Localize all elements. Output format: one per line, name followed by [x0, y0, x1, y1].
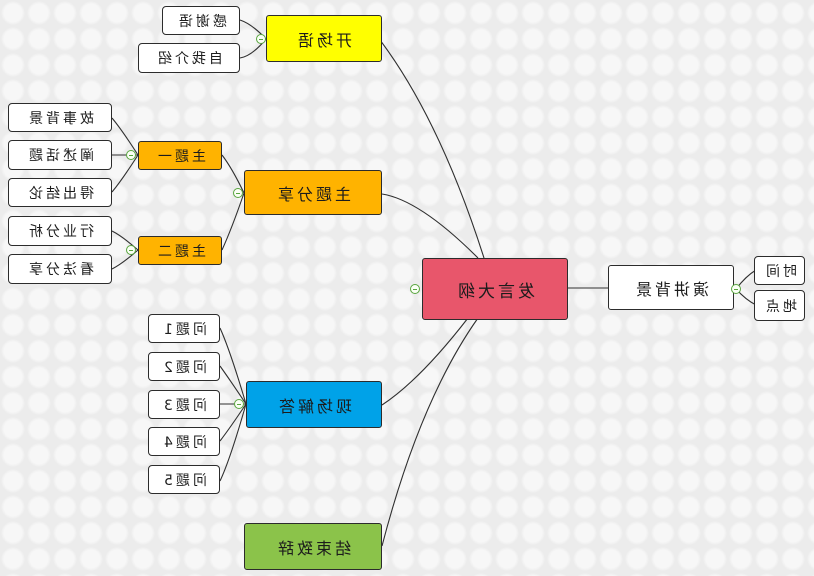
leaf-share-views[interactable]: 看法分享	[8, 254, 112, 284]
leaf-label: 故事背景	[26, 110, 94, 127]
branch-closing-label: 结束致辞	[274, 538, 351, 558]
leaf-label: 自我介绍	[155, 51, 223, 67]
central-topic-label: 发言大纲	[455, 281, 535, 302]
leaf-time[interactable]: 时间	[754, 256, 805, 285]
leaf-label: 阐述话题	[26, 148, 94, 164]
leaf-conclusion[interactable]: 得出结论	[8, 178, 112, 207]
leaf-location[interactable]: 地点	[754, 290, 805, 321]
leaf-question-4[interactable]: 问题4	[148, 427, 220, 456]
leaf-label: 问题2	[161, 359, 207, 376]
leaf-discuss-topic[interactable]: 阐述话题	[8, 140, 112, 170]
connector-line	[219, 327, 247, 405]
collapse-toggle-topics[interactable]	[233, 188, 243, 198]
connector-line	[219, 365, 247, 405]
leaf-question-1[interactable]: 问题1	[148, 314, 220, 343]
connector-line	[221, 192, 245, 251]
connector-line	[381, 317, 469, 406]
connector-line	[219, 403, 247, 442]
leaf-label: 问题5	[161, 472, 207, 489]
collapse-toggle-central[interactable]	[410, 284, 420, 294]
connector-line	[221, 154, 245, 194]
branch-qa[interactable]: 现场解答	[246, 381, 382, 428]
leaf-label: 问题1	[161, 321, 207, 338]
leaf-label: 时间	[762, 263, 797, 280]
branch-topics[interactable]: 主题分享	[244, 170, 382, 215]
central-topic[interactable]: 发言大纲	[422, 258, 568, 320]
branch-topics-label: 主题分享	[274, 184, 351, 204]
connector-line	[381, 193, 479, 259]
branch-opening-label: 开场语	[295, 30, 353, 50]
collapse-toggle-qa[interactable]	[234, 399, 244, 409]
collapse-toggle-background[interactable]	[731, 284, 741, 294]
leaf-question-5[interactable]: 问题5	[148, 465, 220, 494]
connector-line	[379, 39, 485, 259]
collapse-toggle-subtopic-one[interactable]	[126, 150, 136, 160]
leaf-label: 得出结论	[26, 185, 94, 202]
branch-background[interactable]: 演讲背景	[608, 265, 734, 310]
leaf-label: 看法分享	[26, 262, 94, 278]
collapse-toggle-subtopic-two[interactable]	[126, 245, 136, 255]
subtopic-label: 主题二	[154, 243, 206, 260]
branch-closing[interactable]: 结束致辞	[244, 523, 382, 570]
subtopic-two[interactable]: 主题二	[138, 236, 222, 265]
leaf-question-2[interactable]: 问题2	[148, 352, 220, 381]
connector-line	[111, 154, 139, 193]
leaf-story-background[interactable]: 故事背景	[8, 103, 112, 132]
leaf-self-intro[interactable]: 自我介绍	[138, 43, 240, 73]
leaf-industry-analysis[interactable]: 行业分析	[8, 216, 112, 246]
branch-qa-label: 现场解答	[275, 396, 352, 416]
branch-background-label: 演讲背景	[632, 279, 709, 299]
leaf-label: 行业分析	[26, 224, 94, 240]
connector-line	[111, 117, 139, 156]
leaf-label: 地点	[762, 298, 797, 315]
connector-line	[381, 317, 479, 547]
leaf-thanks[interactable]: 感谢语	[162, 6, 240, 35]
collapse-toggle-opening[interactable]	[256, 34, 266, 44]
leaf-label: 问题4	[161, 434, 207, 451]
subtopic-label: 主题一	[154, 148, 206, 165]
branch-opening[interactable]: 开场语	[266, 15, 382, 62]
subtopic-one[interactable]: 主题一	[138, 141, 222, 170]
leaf-label: 感谢语	[175, 13, 227, 30]
connector-line	[219, 403, 247, 482]
leaf-question-3[interactable]: 问题3	[148, 390, 220, 419]
leaf-label: 问题3	[161, 397, 207, 414]
